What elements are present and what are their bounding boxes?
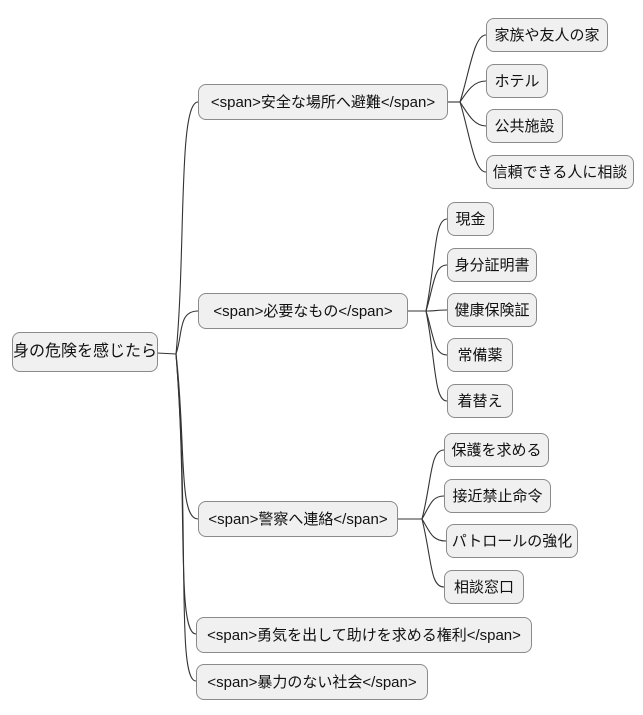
edge-root-branch-3 [175,353,199,520]
edge-branch1-child-3 [459,101,487,127]
edge-branch3-child-2 [421,495,445,520]
edge-root-junction [156,352,177,355]
node-cash: 現金 [447,202,494,236]
edge-branch1-child-4 [459,101,487,173]
node-seek-protection: 保護を求める [444,433,549,467]
edge-branch2-child-4 [425,310,448,356]
edge-branch3-child-1 [421,449,445,520]
edge-root-branch-2 [175,310,199,355]
node-health-insurance-card: 健康保険証 [447,293,537,327]
node-change-of-clothes: 着替え [447,384,513,418]
edge-branch1-child-2 [459,80,487,103]
node-public-facility: 公共施設 [486,109,563,143]
node-root: 身の危険を感じたら [12,332,158,372]
node-branch-contact-police: <span>警察へ連絡</span> [198,501,398,537]
node-branch-violence-free-society: <span>暴力のない社会</span> [196,664,428,700]
node-branch-safe-place: <span>安全な場所へ避難</span> [198,84,448,120]
node-consultation-desk: 相談窓口 [444,570,524,604]
node-restraining-order: 接近禁止命令 [444,479,551,513]
edge-branch2-child-5 [425,310,448,402]
edge-branch3-child-4 [421,518,445,588]
edge-branch3-child-3 [421,518,447,542]
node-increased-patrol: パトロールの強化 [446,524,578,558]
edge-branch2-child-2 [425,264,448,312]
node-regular-medicine: 常備薬 [447,338,513,372]
edge-branch1-child-1 [459,34,487,103]
node-branch-right-to-seek-help: <span>勇気を出して助けを求める権利</span> [196,617,532,653]
edge-root-branch-5 [175,353,197,682]
node-branch-necessities: <span>必要なもの</span> [198,293,408,329]
node-hotel: ホテル [486,64,548,98]
node-id-card: 身分証明書 [447,248,537,282]
node-family-friends-home: 家族や友人の家 [486,18,608,52]
edge-root-branch-1 [175,101,199,355]
node-consult-trusted-person: 信頼できる人に相談 [486,155,634,189]
edge-branch2-child-1 [425,218,448,312]
edge-branch2-child-3 [425,309,448,312]
